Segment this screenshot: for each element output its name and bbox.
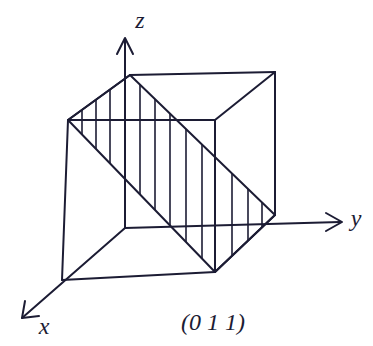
axis-label: z	[135, 8, 144, 32]
plane-outline	[68, 75, 275, 272]
cube-edge	[274, 72, 276, 215]
axis-label: x	[39, 314, 50, 338]
axis-arrowhead	[22, 301, 39, 318]
axis-label: y	[351, 206, 362, 230]
cube-edge	[130, 72, 275, 75]
axis-arrowhead	[326, 213, 342, 231]
cube-edge	[62, 272, 215, 280]
x-axis	[22, 228, 125, 318]
y-axis	[125, 222, 340, 228]
cube-edge	[68, 119, 215, 121]
cube-edge	[68, 75, 130, 120]
cube-edge	[62, 120, 68, 280]
z-axis	[124, 40, 126, 228]
cube-edge	[214, 120, 216, 272]
cube-edge	[215, 72, 275, 120]
axis-arrowhead	[117, 38, 133, 54]
plane-index-label: (0 1 1)	[181, 310, 245, 334]
